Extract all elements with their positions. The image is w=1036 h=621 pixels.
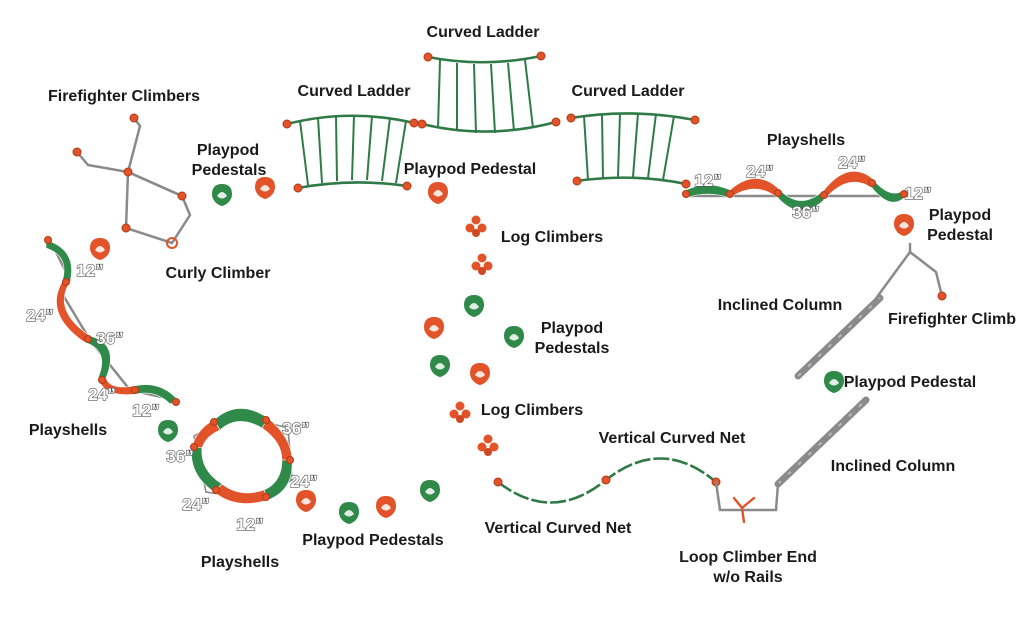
label-playpod-pedestal-right-mid: Playpod Pedestal bbox=[844, 374, 977, 391]
playshells-top bbox=[682, 170, 908, 211]
playpod-green bbox=[339, 502, 359, 524]
dim-top-5: 12” bbox=[904, 184, 931, 203]
dim-left-5: 12” bbox=[132, 401, 159, 420]
curved-ladder-right bbox=[566, 112, 700, 189]
label-playpod-pedestals-topleft: Pedestals bbox=[192, 162, 267, 179]
label-playshells-left: Playshells bbox=[29, 422, 107, 439]
dim-left-4: 24” bbox=[88, 385, 115, 404]
playpod-orange bbox=[296, 490, 316, 512]
inclined-column-bottom bbox=[774, 396, 870, 488]
dim-left-1: 12” bbox=[76, 261, 103, 280]
inclined-column-top bbox=[794, 294, 884, 380]
playpod-orange bbox=[894, 214, 914, 236]
log-climbers bbox=[449, 215, 499, 456]
label-vertical-curved-net-top: Vertical Curved Net bbox=[599, 430, 746, 447]
label-playshells-bottom: Playshells bbox=[201, 554, 279, 571]
dim-ring-5: 12” bbox=[236, 515, 263, 534]
dim-top-1: 12” bbox=[694, 171, 721, 190]
playpod-orange bbox=[90, 238, 110, 260]
curved-ladder-top bbox=[417, 51, 561, 134]
playpod-green bbox=[212, 184, 232, 206]
firefighter-climb bbox=[864, 242, 947, 314]
firefighter-climbers bbox=[72, 113, 192, 249]
label-curly-climber: Curly Climber bbox=[166, 265, 271, 282]
playpod-green bbox=[464, 295, 484, 317]
log-climber bbox=[477, 434, 499, 456]
label-log-climbers-bottom: Log Climbers bbox=[481, 402, 583, 419]
label-log-climbers-top: Log Climbers bbox=[501, 229, 603, 246]
label-playpod-pedestals-mid: Pedestals bbox=[535, 340, 610, 357]
playshells-left bbox=[44, 236, 180, 406]
label-curved-ladder-right: Curved Ladder bbox=[572, 83, 685, 100]
label-curved-ladder-left: Curved Ladder bbox=[298, 83, 411, 100]
label-playpod-pedestals-mid: Playpod bbox=[541, 320, 603, 337]
label-inclined-column-top: Inclined Column bbox=[718, 297, 842, 314]
label-firefighter-climb: Firefighter Climb bbox=[888, 311, 1016, 328]
label-playpod-pedestal-center: Playpod Pedestal bbox=[404, 161, 537, 178]
label-playpod-pedestals-bottom: Playpod Pedestals bbox=[302, 532, 443, 549]
playpod-orange bbox=[376, 496, 396, 518]
log-climber bbox=[465, 215, 487, 237]
label-playpod-pedestal-right: Playpod bbox=[929, 207, 991, 224]
label-playpod-pedestal-right: Pedestal bbox=[927, 227, 993, 244]
label-vertical-curved-net-bottom: Vertical Curved Net bbox=[485, 520, 632, 537]
playpod-orange bbox=[470, 363, 490, 385]
dim-top-4: 24” bbox=[838, 153, 865, 172]
playpod-green bbox=[504, 326, 524, 348]
log-climber bbox=[449, 401, 471, 423]
playpod-green bbox=[430, 355, 450, 377]
playpod-orange bbox=[428, 182, 448, 204]
label-curved-ladder-top: Curved Ladder bbox=[427, 24, 540, 41]
dim-left-2: 24” bbox=[26, 306, 53, 325]
dim-ring-1: 36” bbox=[166, 447, 193, 466]
label-playshells-top: Playshells bbox=[767, 132, 845, 149]
dim-top-2: 24” bbox=[746, 162, 773, 181]
dim-left-3: 36” bbox=[96, 329, 123, 348]
log-climber bbox=[471, 253, 493, 275]
labels: Curved Ladder Curved Ladder Curved Ladde… bbox=[29, 24, 1016, 586]
label-playpod-pedestals-topleft: Playpod bbox=[197, 142, 259, 159]
playpod-green bbox=[824, 371, 844, 393]
playpod-green bbox=[158, 420, 178, 442]
dim-ring-2: 36” bbox=[282, 419, 309, 438]
dim-top-3: 36” bbox=[792, 203, 819, 222]
label-inclined-column-bottom: Inclined Column bbox=[831, 458, 955, 475]
playshells-ring bbox=[190, 408, 294, 504]
label-firefighter-climbers: Firefighter Climbers bbox=[48, 88, 200, 105]
label-loop-climber-end: Loop Climber End bbox=[679, 549, 817, 566]
curved-ladder-left bbox=[282, 114, 419, 193]
vertical-curved-net bbox=[493, 457, 721, 504]
dim-ring-3: 24” bbox=[182, 495, 209, 514]
playpod-orange bbox=[424, 317, 444, 339]
dim-ring-4: 24” bbox=[290, 472, 317, 491]
label-loop-climber-end: w/o Rails bbox=[712, 569, 782, 586]
playpod-green bbox=[420, 480, 440, 502]
playpod-orange bbox=[255, 177, 275, 199]
loop-climber-end bbox=[714, 480, 780, 524]
dimension-callouts: 12” 24” 36” 24” 12” 12” 24” 36” 24” 12” … bbox=[26, 152, 933, 534]
